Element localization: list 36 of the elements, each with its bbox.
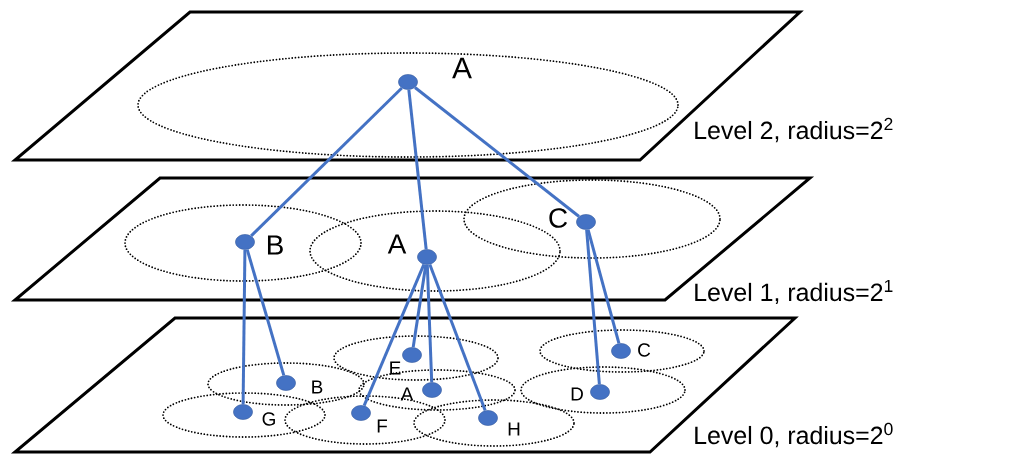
dot <box>422 382 442 398</box>
point-label: G <box>262 412 275 426</box>
level-label: Level 2, radius=2$^{2}$ <box>695 117 893 143</box>
point-label: B <box>312 380 323 394</box>
dot <box>417 249 437 265</box>
tree-line <box>250 87 403 237</box>
tree-line <box>586 229 621 344</box>
point-label: C <box>549 208 567 228</box>
tree-line <box>414 86 580 218</box>
point-label: A <box>400 387 414 401</box>
level-label: Level 1, radius=2$^{1}$ <box>695 279 893 305</box>
tree-line <box>245 249 286 376</box>
dot <box>611 343 631 359</box>
dot <box>576 214 596 230</box>
dot <box>398 74 418 90</box>
tree-line <box>411 264 428 348</box>
point-label: F <box>377 419 387 433</box>
point-label: B <box>268 235 283 255</box>
level-label: Level 0, radius=2$^{0}$ <box>695 422 893 448</box>
dot <box>276 375 296 391</box>
dot <box>233 404 253 420</box>
dot <box>402 347 422 363</box>
tree-line <box>407 89 428 250</box>
point-label: D <box>571 387 583 401</box>
tree-line <box>428 263 487 412</box>
dot <box>235 234 255 250</box>
point-label: A <box>452 57 472 79</box>
dot <box>351 405 371 421</box>
dot <box>478 410 498 426</box>
point-label: C <box>638 343 651 357</box>
tree-line <box>241 249 247 405</box>
point-label: H <box>508 422 520 436</box>
tree-line <box>362 263 426 407</box>
point-label: E <box>390 361 401 375</box>
dot <box>590 384 610 400</box>
point-label: A <box>387 234 407 254</box>
